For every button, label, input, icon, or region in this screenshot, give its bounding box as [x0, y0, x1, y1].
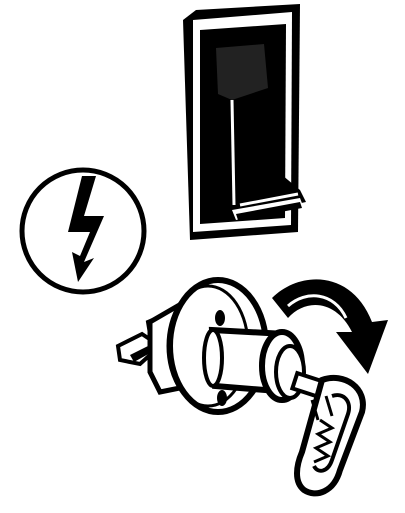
halogen-bulb-icon: [292, 373, 363, 493]
rocker-switch-icon: [183, 4, 306, 240]
lightning-bolt-icon: [22, 170, 144, 292]
